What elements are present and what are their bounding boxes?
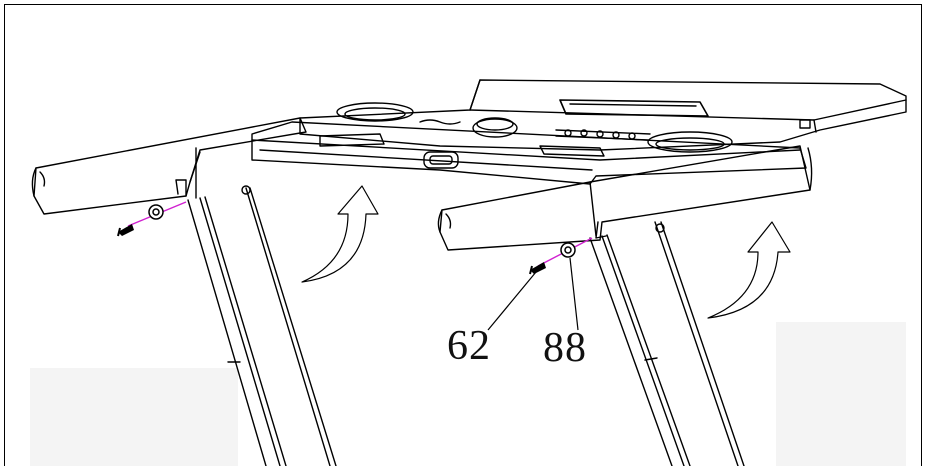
fold-up-arrow-icon [707, 221, 791, 319]
left-upright-post [187, 185, 337, 467]
screw-icon [117, 224, 134, 237]
right-upright-post [589, 221, 745, 467]
left-fastener-assembly [117, 201, 187, 237]
screw-icon [529, 262, 546, 275]
right-fastener-assembly [487, 237, 593, 331]
right-handrail [437, 145, 813, 251]
fold-up-arrow-icon [301, 185, 379, 283]
leader-line-88 [569, 257, 579, 331]
diagram-frame [4, 4, 922, 466]
washer-icon [148, 204, 164, 220]
callout-62: 62 [447, 323, 491, 369]
callout-88: 88 [543, 325, 587, 371]
washer-icon [560, 242, 576, 258]
background-patch-left [30, 368, 238, 466]
leader-line-62 [487, 271, 537, 331]
background-patch-right [776, 322, 906, 466]
handlebar-crossbar [251, 121, 807, 185]
